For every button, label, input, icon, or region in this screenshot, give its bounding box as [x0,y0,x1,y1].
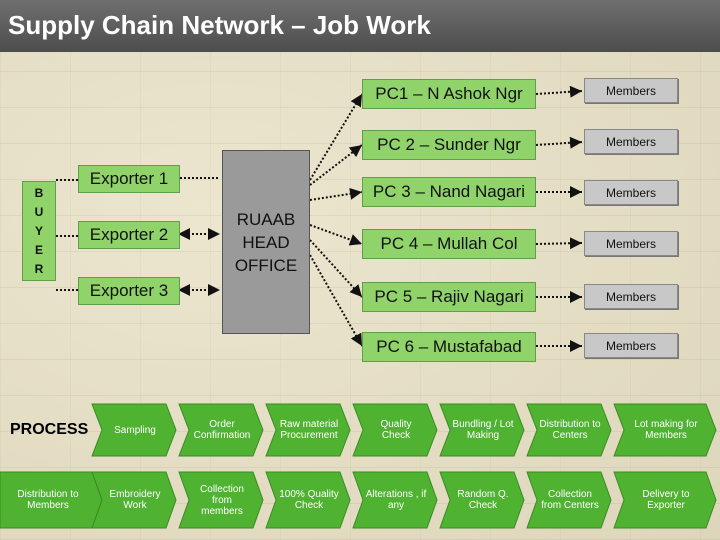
pc-box: PC 4 – Mullah Col [362,229,536,259]
process-step-label: Distribution to Members [17,489,79,511]
process-step-label: Alterations , if any [365,489,427,511]
ho-pc2-link [309,144,363,186]
ho-pc1-link [309,93,363,181]
pc-box: PC 6 – Mustafabad [362,332,536,362]
members-box: Members [584,129,678,154]
buyer-letter: E [34,242,43,257]
buyer-letter: R [34,261,44,276]
pc-box: PC 3 – Nand Nagari [362,177,536,207]
pc-label: PC 6 – Mustafabad [376,337,522,356]
exporter-3-box: Exporter 3 [78,277,180,305]
exporter-1-box: Exporter 1 [78,165,180,193]
process-step-chevron [352,471,438,529]
process-step-label: Collection from members [200,483,244,517]
buyer-box: B U Y E R [22,181,56,281]
process-label: PROCESS [10,421,89,438]
process-step-label: 100% Quality Check [279,489,339,511]
process-step-label: Lot making for Members [634,419,698,441]
exporter-label: Exporter 3 [89,281,169,300]
ho-pc4-link [309,224,363,246]
process-step-label: Raw material Procurement [279,419,339,441]
members-label: Members [605,289,656,304]
process-step-label: Delivery to Exporter [642,489,690,511]
exporter-2-box: Exporter 2 [78,221,180,249]
pc-label: PC 3 – Nand Nagari [372,182,526,201]
title-bar: Supply Chain Network – Job Work [0,0,720,52]
process-step-chevron [526,471,612,529]
process-step-chevron [91,471,177,529]
pc-box: PC 2 – Sunder Ngr [362,130,536,160]
process-step-chevron [178,403,264,457]
buyer-letter: B [34,185,44,200]
pc-box: PC1 – N Ashok Ngr [362,79,536,109]
process-step-chevron [265,403,351,457]
process-step-label: Random Q. Check [457,489,509,511]
pc-box: PC 5 – Rajiv Nagari [362,282,536,312]
exporter-label: Exporter 2 [89,225,169,244]
process-step-label: Embroidery Work [109,489,161,511]
exporter-label: Exporter 1 [89,169,169,188]
members-box: Members [584,180,678,205]
pc-label: PC 5 – Rajiv Nagari [374,287,524,306]
pc-label: PC 2 – Sunder Ngr [377,135,521,154]
head-office-label: RUAAB HEAD OFFICE [234,209,298,275]
process-step-chevron [439,471,525,529]
members-box: Members [584,333,678,358]
process-step-label: Sampling [114,424,156,436]
members-label: Members [605,134,656,149]
members-label: Members [605,185,656,200]
members-box: Members [584,78,678,103]
process-step-chevron [613,471,717,529]
members-label: Members [605,338,656,353]
ho-pc5-link [309,239,363,298]
page-title: Supply Chain Network – Job Work [8,10,431,40]
ho-pc6-link [309,254,363,347]
process-step-label: Bundling / Lot Making [452,419,514,441]
pc-label: PC 4 – Mullah Col [380,234,518,253]
process-step-chevron [526,403,612,457]
process-step-chevron [352,403,438,457]
process-step-label: Distribution to Centers [539,419,601,441]
members-label: Members [605,83,656,98]
process-step-chevron [439,403,525,457]
process-step-label: Quality Check [380,419,412,441]
process-step-label: Collection from Centers [541,489,599,511]
process-step-chevron [178,471,264,529]
process-step-label: Order Confirmation [193,419,251,441]
members-box: Members [584,284,678,309]
pc-label: PC1 – N Ashok Ngr [375,84,523,103]
members-label: Members [605,236,656,251]
ho-pc3-link [309,187,363,201]
members-box: Members [584,231,678,256]
buyer-letter: U [34,204,44,219]
head-office-box: RUAAB HEAD OFFICE [222,150,310,334]
buyer-letter: Y [34,223,43,238]
process-step-chevron [613,403,717,457]
process-step-chevron [91,403,177,457]
process-step-chevron [265,471,351,529]
